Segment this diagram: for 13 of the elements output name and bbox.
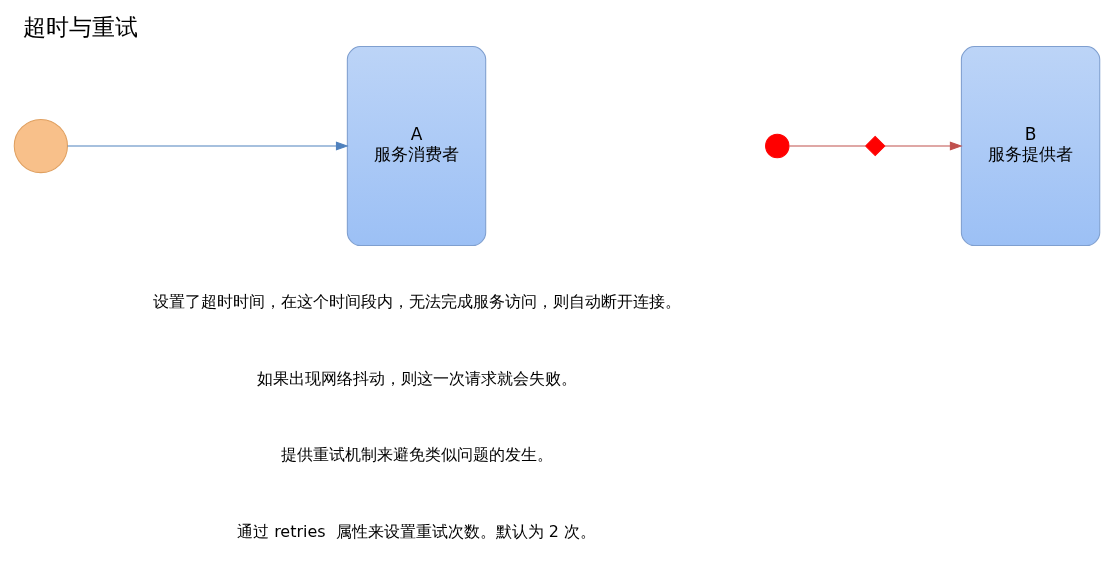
node-circle <box>764 133 790 159</box>
label: 提供重试机制来避免类似问题的发生。 <box>280 445 553 465</box>
node-box: A 服务消费者 <box>346 46 486 247</box>
label: 通过 retries 属性来设置重试次数。默认为 2 次。 <box>236 522 596 542</box>
arrow <box>883 141 963 151</box>
label: 设置了超时时间，在这个时间段内，无法完成服务访问，则自动断开连接。 <box>152 292 681 312</box>
diagram-title: 超时与重试 <box>22 13 138 42</box>
node-cross <box>864 135 885 157</box>
node-circle <box>13 118 68 174</box>
connector <box>788 145 866 147</box>
label: 如果出现网络抖动，则这一次请求就会失败。 <box>256 368 577 388</box>
arrow <box>66 141 349 151</box>
node-box: B 服务提供者 <box>960 46 1100 247</box>
